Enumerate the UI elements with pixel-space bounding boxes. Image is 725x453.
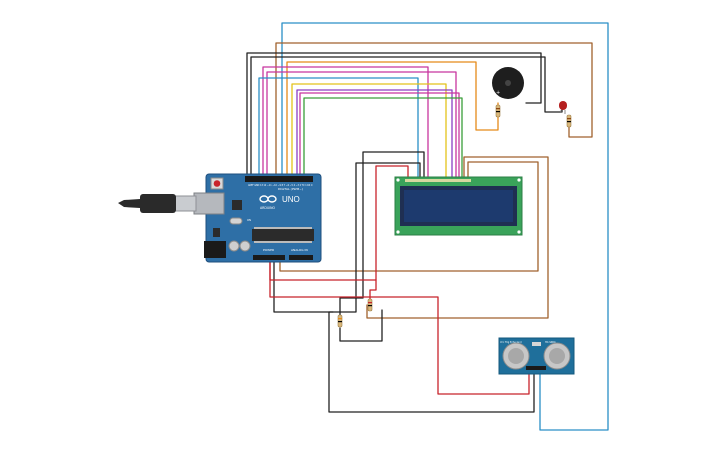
capacitor-1: [228, 240, 240, 252]
power-header: [253, 255, 285, 260]
wire-magenta-lcd-2: [266, 71, 457, 181]
power-pins-label: POWER: [263, 248, 274, 252]
wire-black-pot: [339, 309, 383, 342]
sensor-pin-header: [526, 366, 546, 370]
sensor-crystal: [532, 342, 541, 346]
capacitor-2: [239, 240, 251, 252]
wire-green-lcd: [303, 97, 463, 181]
wire-orange-buzzer: [286, 61, 499, 179]
wire-blue-lcd: [258, 77, 419, 181]
digital-header: [245, 176, 313, 182]
reset-button-cap: [213, 180, 221, 187]
crystal: [229, 217, 243, 225]
lcd-mount-holes: [396, 178, 521, 234]
digital-pins-label: DIGITAL (PWM~): [278, 187, 303, 191]
resistor-lcd-2[interactable]: [367, 298, 373, 312]
lcd-screen: [404, 190, 513, 222]
wire-black-gnd-2: [250, 56, 563, 179]
buzzer-hole: [505, 80, 511, 86]
wire-magenta-lcd-1: [262, 66, 429, 181]
sensor-label-left: Vcc Trig Echo Gnd: [500, 341, 522, 344]
wire-black-sensor-gnd: [328, 311, 535, 413]
arduino-brand-text: ARDUINO: [260, 206, 276, 210]
arduino-uno-board[interactable]: UNO ARDUINO DIGITAL (PWM~) AREF GND 13 1…: [118, 173, 322, 263]
usb-chip: [232, 200, 242, 210]
power-jack: [204, 241, 226, 258]
wire-red-5v-sensor: [269, 261, 530, 395]
buzzer-plus-mark: +: [496, 90, 500, 96]
analog-pins-label: ANALOG IN: [291, 248, 308, 252]
regulator: [213, 228, 220, 237]
wires: [246, 22, 609, 431]
uno-logo-text: UNO: [282, 195, 300, 204]
resistor-buzzer[interactable]: [495, 104, 501, 118]
wire-red-pot: [369, 279, 377, 301]
atmega-chip: [252, 229, 314, 241]
on-led-label: ON: [247, 218, 251, 222]
wire-black-gnd-1: [246, 52, 542, 179]
top-pin-labels: AREF GND 13 12 ~11 ~10 ~9 8 7 ~6 ~5 4 ~3…: [248, 184, 313, 187]
analog-header: [289, 255, 313, 260]
usb-port: [193, 192, 225, 215]
resistor-lcd-1[interactable]: [337, 314, 343, 328]
lcd-16x2-display[interactable]: [394, 176, 523, 236]
led-body: [559, 101, 567, 110]
wire-purple-lcd: [296, 89, 453, 181]
resistor-led[interactable]: [566, 114, 572, 128]
wire-brown-lcd-right-1: [366, 156, 549, 319]
usb-cable-body: [140, 194, 176, 213]
wire-magenta-lcd-3: [299, 92, 460, 181]
sensor-transducer-right-inner: [549, 348, 565, 364]
wire-yellow-lcd: [291, 83, 447, 181]
wire-brown-lcd-right-2: [279, 161, 539, 272]
wire-blue-sensor-echo: [281, 22, 609, 431]
arduino-logo: [259, 195, 277, 203]
wire-brown-led: [275, 42, 593, 179]
usb-plug: [173, 195, 197, 212]
red-led[interactable]: [559, 101, 567, 114]
usb-cable-strain: [118, 199, 140, 208]
wire-black-lcd-gnd-2: [273, 162, 421, 313]
chip-socket-pins: [254, 227, 312, 243]
sensor-transducer-left-inner: [508, 348, 524, 364]
piezo-buzzer[interactable]: +: [492, 67, 524, 99]
ultrasonic-sensor-hc-sr04[interactable]: Vcc Trig Echo Gnd HC-SR04: [498, 337, 575, 375]
lcd-pin-header: [405, 179, 471, 182]
wire-black-lcd-gnd: [339, 151, 425, 323]
sensor-label-right: HC-SR04: [545, 341, 556, 344]
